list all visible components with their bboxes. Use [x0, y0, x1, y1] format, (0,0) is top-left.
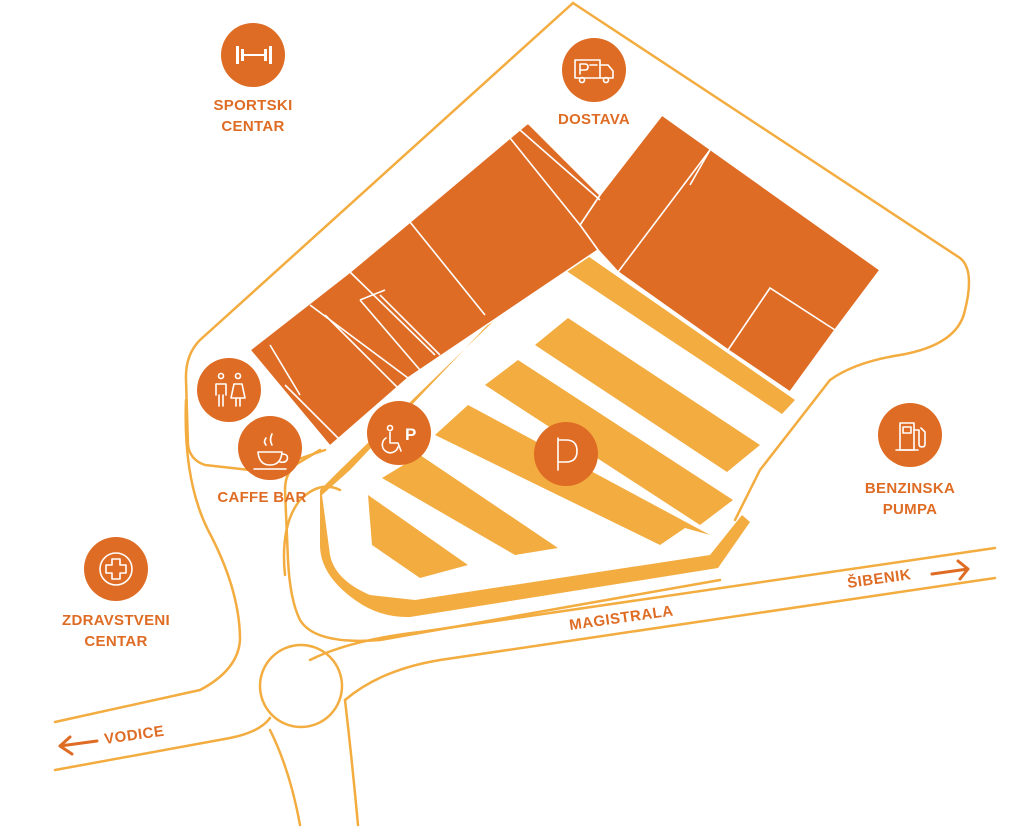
- poi-health-center[interactable]: ZDRAVSTVENI CENTAR: [62, 537, 170, 650]
- medical-cross-icon: [99, 552, 133, 586]
- gas-station-label-1: BENZINSKA: [865, 480, 955, 497]
- coffee-cup-icon: [253, 433, 289, 470]
- sports-center-label-2: CENTAR: [221, 118, 284, 135]
- poi-gas-station[interactable]: BENZINSKA PUMPA: [865, 403, 955, 518]
- parking-row-1: [535, 318, 760, 472]
- poi-delivery[interactable]: DOSTAVA: [558, 38, 630, 128]
- health-center-label-2: CENTAR: [84, 633, 147, 650]
- parking-icon: [557, 437, 578, 471]
- fuel-pump-icon: [895, 422, 926, 451]
- dumbbell-icon: [236, 46, 272, 64]
- parking-row-2: [485, 360, 733, 525]
- poi-accessible-parking[interactable]: P: [367, 401, 431, 465]
- parking-row-4: [382, 455, 558, 555]
- magistrala-road-north-edge: [308, 546, 997, 662]
- direction-sibenik: ŠIBENIK: [846, 559, 970, 592]
- parking-border: [320, 245, 795, 618]
- vodice-label: VODICE: [103, 723, 165, 748]
- building-main: [248, 121, 602, 448]
- arrow-right-icon: [930, 559, 970, 581]
- roundabout: [258, 643, 344, 729]
- svg-text:P: P: [405, 425, 416, 444]
- cafe-bar-label: CAFFE BAR: [217, 489, 306, 506]
- buildings: [248, 113, 882, 448]
- road-south-east: [343, 698, 360, 827]
- parking-row-5: [368, 495, 468, 578]
- poi-sports-center[interactable]: SPORTSKI CENTAR: [213, 23, 292, 135]
- poi-cafe-bar[interactable]: CAFFE BAR: [217, 416, 306, 506]
- poi-parking[interactable]: [534, 422, 598, 486]
- direction-vodice: VODICE: [58, 723, 165, 756]
- poi-restrooms[interactable]: [197, 358, 261, 422]
- road-south-west: [268, 728, 302, 827]
- road-north-west: [53, 398, 242, 724]
- magistrala-road-south-edge: [343, 576, 997, 702]
- wheelchair-parking-icon: P: [381, 424, 416, 454]
- vodice-road-south-edge: [53, 716, 272, 772]
- delivery-label: DOSTAVA: [558, 111, 630, 128]
- health-center-label-1: ZDRAVSTVENI: [62, 612, 170, 629]
- arrow-left-icon: [58, 735, 99, 756]
- building-east: [579, 113, 882, 394]
- site-perimeter-west: [184, 1, 575, 472]
- site-perimeter: [571, 1, 971, 522]
- restroom-icon: [215, 372, 246, 407]
- sports-center-label-1: SPORTSKI: [213, 97, 292, 114]
- delivery-van-icon: [574, 59, 614, 84]
- gas-station-label-2: PUMPA: [883, 501, 938, 518]
